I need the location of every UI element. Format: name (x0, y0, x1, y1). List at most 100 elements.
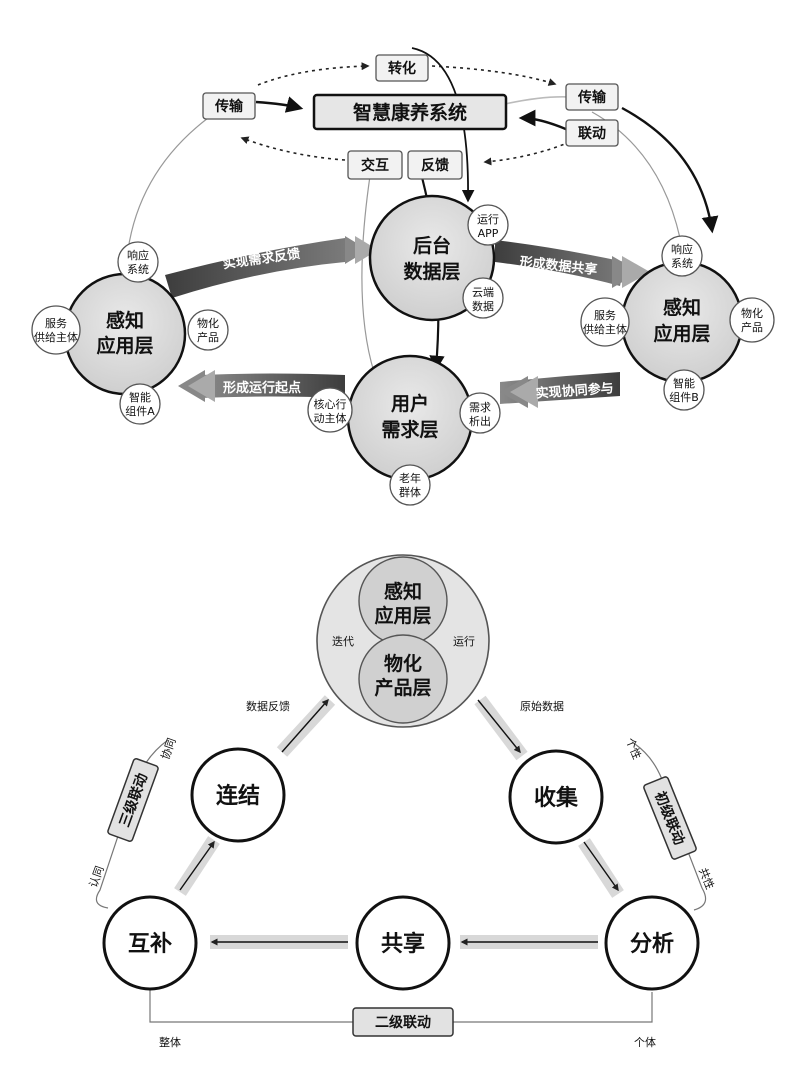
arrow-hub-to-shouji (477, 699, 521, 754)
word-gexing: 个性 (623, 736, 644, 762)
svg-text:传输: 传输 (214, 98, 244, 115)
svg-text:动主体: 动主体 (314, 411, 347, 425)
svg-text:系统: 系统 (127, 263, 149, 276)
arrow-huhu-to-lianjie (179, 840, 215, 891)
svg-text:反馈: 反馈 (421, 157, 449, 174)
svg-text:供给主体: 供给主体 (34, 330, 78, 344)
node-fenxi: 分析 (604, 895, 700, 991)
label-data-feedback: 数据反馈 (246, 699, 290, 713)
svg-text:应用层: 应用层 (96, 334, 153, 357)
svg-text:运行: 运行 (477, 213, 499, 226)
svg-text:二级联动: 二级联动 (375, 1014, 431, 1031)
svg-text:应用层: 应用层 (374, 604, 431, 627)
sat-left-service (31, 305, 81, 355)
sat-right-service (580, 297, 630, 347)
arrow-liandong-to-system (518, 109, 569, 132)
system-box (312, 93, 508, 131)
node-left-perception: 感知 应用层 响应 系统 服务 供给主体 物化 产品 智能 组件A (31, 241, 229, 425)
level-first: 初级联动 (643, 776, 697, 860)
word-geti: 个体 (634, 1035, 656, 1049)
sat-backend-cloud (462, 277, 504, 319)
svg-text:应用层: 应用层 (653, 322, 710, 345)
svg-text:转化: 转化 (388, 60, 416, 77)
tag-jiaohu: 交互 (347, 150, 403, 180)
sat-user-core (307, 387, 353, 433)
arrow-chuanshu-to-system (255, 96, 304, 113)
sat-right-product (729, 297, 775, 343)
svg-text:连结: 连结 (216, 783, 260, 809)
sat-right-resp (661, 235, 703, 277)
level-second: 二级联动 (352, 1007, 454, 1037)
svg-text:物化: 物化 (384, 652, 422, 675)
system-title: 智慧康养系统 (353, 101, 467, 124)
hub-bottom-circle (358, 634, 448, 724)
svg-text:产品: 产品 (741, 320, 763, 334)
svg-text:智能: 智能 (129, 390, 151, 404)
tag-fankui: 反馈 (407, 150, 463, 180)
svg-text:供给主体: 供给主体 (583, 322, 627, 336)
svg-text:物化: 物化 (741, 306, 763, 320)
svg-text:APP: APP (478, 227, 499, 240)
node-backend: 后台 数据层 运行 APP 云端 数据 (368, 194, 509, 322)
node-shouji: 收集 (508, 749, 604, 845)
svg-text:响应: 响应 (671, 242, 693, 256)
tag-liandong: 联动 (565, 119, 619, 147)
label-raw-data: 原始数据 (520, 699, 564, 713)
dotted-arrow-top-right (431, 65, 557, 86)
hub: 感知 应用层 物化 产品层 迭代 运行 (316, 554, 490, 728)
bottom-diagram: 感知 应用层 物化 产品层 迭代 运行 数据反馈 原始数据 连结 收集 互补 共… (87, 554, 717, 1049)
svg-text:感知: 感知 (663, 296, 701, 319)
svg-text:分析: 分析 (630, 932, 674, 957)
svg-text:组件B: 组件B (669, 390, 699, 404)
band-upper-left: 实现需求反馈 (165, 236, 378, 298)
sat-left-product (187, 309, 229, 351)
node-right-perception: 感知 应用层 响应 系统 服务 供给主体 物化 产品 智能 组件B (580, 235, 775, 411)
sat-backend-app (467, 204, 509, 246)
svg-text:析出: 析出 (469, 414, 491, 428)
svg-text:云端: 云端 (472, 286, 494, 299)
svg-text:联动: 联动 (578, 125, 606, 142)
svg-text:用户: 用户 (391, 392, 429, 415)
svg-text:产品: 产品 (197, 330, 219, 344)
svg-text:需求层: 需求层 (381, 418, 438, 441)
svg-text:互补: 互补 (128, 932, 172, 957)
sat-left-resp (117, 241, 159, 283)
node-gongxiang: 共享 (355, 895, 451, 991)
connector-left-lane (127, 117, 209, 251)
arrow-lianjie-to-hub (281, 698, 329, 753)
dotted-arrow-top-left (257, 62, 370, 86)
level-third: 三级联动 (107, 758, 159, 842)
svg-text:老年: 老年 (399, 471, 421, 485)
svg-text:产品层: 产品层 (374, 676, 431, 699)
svg-text:群体: 群体 (399, 485, 421, 499)
sat-user-need (459, 392, 501, 434)
svg-text:共享: 共享 (381, 931, 425, 957)
tag-zhuanhua: 转化 (375, 54, 429, 82)
arrow-zhuanhua-down (411, 47, 475, 203)
svg-text:迭代: 迭代 (332, 635, 354, 648)
svg-text:形成运行起点: 形成运行起点 (223, 380, 301, 396)
word-renton: 认同 (87, 864, 107, 889)
word-gongxing: 共性 (696, 866, 717, 892)
sat-left-smart (119, 383, 161, 425)
svg-text:需求: 需求 (469, 401, 491, 414)
top-diagram: 智慧康养系统 转化 传输 传输 联动 交互 反馈 (31, 47, 775, 506)
svg-text:运行: 运行 (453, 635, 475, 648)
sat-right-smart (663, 369, 705, 411)
svg-text:数据: 数据 (472, 299, 494, 313)
svg-text:物化: 物化 (197, 316, 219, 330)
svg-text:核心行: 核心行 (314, 397, 347, 411)
node-user: 用户 需求层 核心行 动主体 需求 析出 老年 群体 (307, 354, 501, 506)
sat-user-old (389, 464, 431, 506)
word-zhengti: 整体 (159, 1035, 181, 1049)
arrow-shouji-to-fenxi (583, 841, 619, 892)
svg-text:响应: 响应 (127, 248, 149, 262)
svg-text:后台: 后台 (413, 234, 451, 257)
dotted-arrow-bottom-right (483, 141, 571, 166)
node-lianjie: 连结 (190, 747, 286, 843)
svg-text:智能: 智能 (673, 376, 695, 390)
band-upper-right: 形成数据共享 (495, 240, 650, 288)
svg-text:收集: 收集 (534, 785, 579, 811)
svg-text:组件A: 组件A (125, 404, 155, 418)
